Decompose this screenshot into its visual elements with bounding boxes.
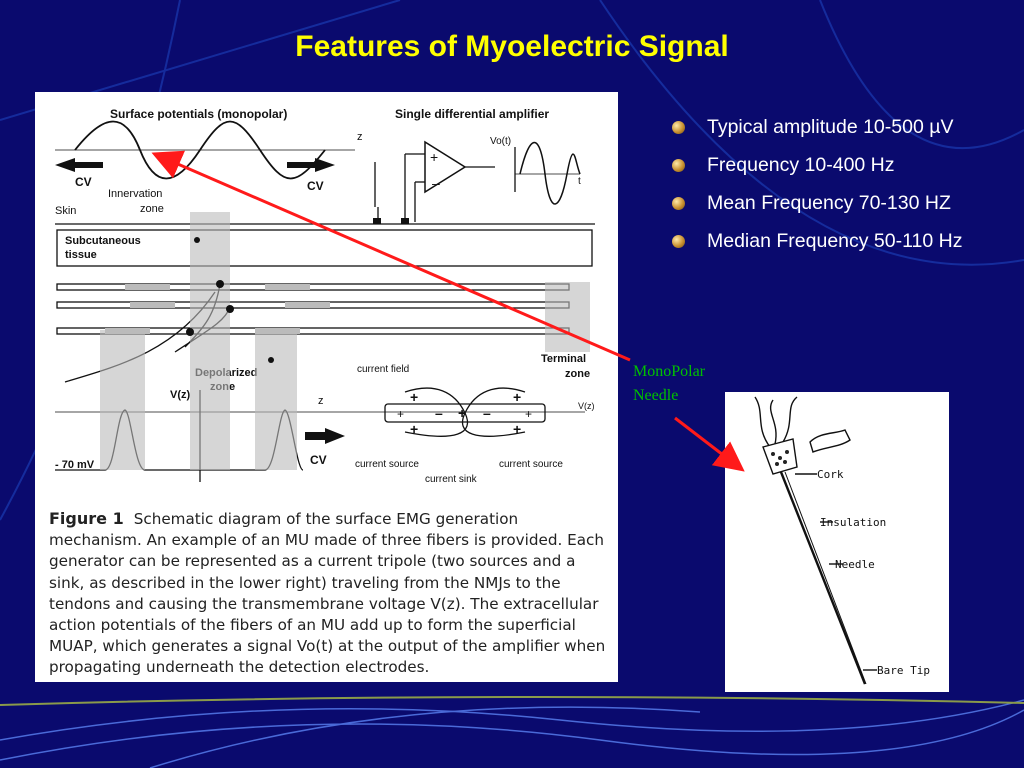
insulation-label: Insulation: [820, 516, 886, 529]
current-field-label: current field: [357, 364, 409, 375]
z-label-mid: z: [318, 395, 324, 407]
svg-text:+: +: [525, 407, 532, 421]
svg-text:+: +: [410, 389, 418, 405]
svg-text:–: –: [483, 405, 491, 421]
cv-left-label: CV: [75, 175, 92, 189]
svg-text:+: +: [430, 149, 438, 165]
svg-text:+: +: [397, 407, 404, 421]
feature-list: Typical amplitude 10-500 µV Frequency 10…: [672, 112, 972, 264]
feature-text: Median Frequency 50-110 Hz: [707, 230, 963, 252]
current-source-left: current source: [355, 459, 419, 470]
cork-label: Cork: [817, 468, 844, 481]
slide-title: Features of Myoelectric Signal: [295, 30, 729, 63]
svg-text:+: +: [410, 421, 418, 437]
figure-caption-text: Schematic diagram of the surface EMG gen…: [49, 510, 606, 677]
vo-label: Vo(t): [490, 136, 511, 147]
tissue-label: tissue: [65, 249, 97, 261]
bullet-icon: [672, 197, 685, 210]
emg-schematic: Surface potentials (monopolar) Single di…: [55, 107, 595, 485]
emg-figure: Surface potentials (monopolar) Single di…: [35, 92, 618, 682]
cv-bottom-label: CV: [310, 453, 327, 467]
amplifier-label: Single differential amplifier: [395, 107, 549, 121]
callout-line-1: MonoPolar: [633, 363, 705, 380]
vz-small-label: V(z): [578, 401, 595, 411]
mv-label: - 70 mV: [55, 459, 95, 471]
needle-drawing: Cork Insulation Needle Bare Tip: [754, 396, 930, 685]
subcutaneous-label: Subcutaneous: [65, 235, 141, 247]
feature-item: Mean Frequency 70-130 HZ: [672, 188, 972, 218]
skin-label: Skin: [55, 205, 76, 217]
feature-item: Frequency 10-400 Hz: [672, 150, 972, 180]
bullet-icon: [672, 235, 685, 248]
needle-illustration: Cork Insulation Needle Bare Tip: [725, 392, 949, 692]
feature-item: Typical amplitude 10-500 µV: [672, 112, 972, 142]
svg-text:+: +: [458, 405, 466, 421]
svg-text:–: –: [432, 175, 440, 191]
vz-label: V(z): [170, 389, 191, 401]
needle-label: Needle: [835, 558, 875, 571]
current-sink-label: current sink: [425, 474, 478, 485]
figure-caption-label: Figure 1: [49, 509, 124, 528]
svg-text:–: –: [435, 405, 443, 421]
svg-text:+: +: [513, 421, 521, 437]
svg-text:+: +: [513, 389, 521, 405]
z-label-top: z: [357, 131, 363, 143]
bullet-icon: [672, 121, 685, 134]
monopolar-callout: MonoPolar Needle: [633, 360, 705, 408]
feature-text: Typical amplitude 10-500 µV: [707, 116, 954, 138]
bullet-icon: [672, 159, 685, 172]
callout-line-2: Needle: [633, 387, 679, 404]
t-label: t: [578, 176, 581, 187]
terminal-zone-label: zone: [565, 368, 590, 380]
feature-text: Mean Frequency 70-130 HZ: [707, 192, 951, 214]
surface-label: Surface potentials (monopolar): [110, 107, 287, 121]
feature-item: Median Frequency 50-110 Hz: [672, 226, 972, 256]
terminal-label: Terminal: [541, 353, 586, 365]
cv-right-label: CV: [307, 179, 324, 193]
feature-text: Frequency 10-400 Hz: [707, 154, 895, 176]
zone-label: zone: [140, 203, 164, 215]
current-source-right: current source: [499, 459, 563, 470]
bare-tip-label: Bare Tip: [877, 664, 930, 677]
innervation-label: Innervation: [108, 188, 162, 200]
